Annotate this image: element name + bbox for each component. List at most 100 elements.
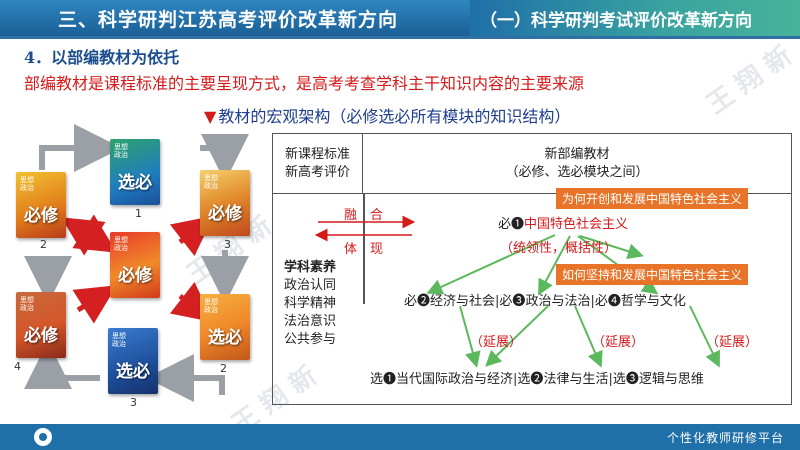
green-arrow xyxy=(459,305,481,368)
rong-text: 融 xyxy=(344,208,358,223)
book-cover-title: 思想政治 xyxy=(204,298,218,314)
book-label: 选必 xyxy=(116,362,150,382)
book-number: 3 xyxy=(130,396,137,409)
book-number: 4 xyxy=(14,360,21,373)
extend-label: （延展） xyxy=(470,335,523,350)
book-number: 2 xyxy=(220,362,227,375)
book-cover-title: 思想政治 xyxy=(114,236,128,252)
green-arrow xyxy=(426,234,556,295)
triangle-down-icon: ▼ xyxy=(204,107,217,126)
gray-arrow xyxy=(146,354,225,402)
red-arrow xyxy=(72,285,117,324)
section-heading: 4．以部编教材为依托 xyxy=(24,48,180,67)
right-head-line2: （必修、选必模块之间） xyxy=(505,164,649,180)
left-head-line2: 新高考评价 xyxy=(284,164,350,180)
bi3-text: 政治与法治 xyxy=(525,294,591,309)
header-right-title: （一）科学研判考试评价改革新方向 xyxy=(480,10,752,31)
section-subtitle: 部编教材是课程标准的主要呈现方式，是高考考查学科主干知识内容的主要来源 xyxy=(24,74,585,93)
book-bixiu-4: 思想政治 必修 xyxy=(16,292,66,358)
literacy-item: 政治认同 xyxy=(284,278,337,293)
book-label: 必修 xyxy=(24,326,58,346)
header-left-title: 三、科学研判江苏高考评价改革新方向 xyxy=(58,8,399,31)
gray-arrow xyxy=(39,124,122,172)
framework-label-row: ▼教材的宏观架构（必修选必所有模块的知识结构） xyxy=(204,103,570,127)
book-bixiu-2: 思想政治 必修 xyxy=(16,172,66,238)
extend-label: （延展） xyxy=(706,335,759,350)
header-bar: 三、科学研判江苏高考评价改革新方向 （一）科学研判考试评价改革新方向 xyxy=(0,0,800,36)
red-arrow xyxy=(61,217,106,256)
xuan-row: 选❶当代国际政治与经济|选❷法律与生活|选❸逻辑与思维 xyxy=(370,368,704,387)
bi-row: 必❷经济与社会|必❸政治与法治|必❹哲学与文化 xyxy=(404,290,686,309)
green-arrow xyxy=(538,235,571,296)
book-cover-title: 思想政治 xyxy=(114,143,128,159)
xuan2-prefix: 选❷ xyxy=(517,372,544,387)
book-number: 3 xyxy=(224,238,231,251)
literacy-item: 科学精神 xyxy=(284,296,337,311)
green-arrow xyxy=(579,235,644,260)
header-divider xyxy=(0,36,800,39)
literacy-title: 学科素养 xyxy=(284,260,337,275)
book-number: 1 xyxy=(135,207,142,220)
book-label: 选必 xyxy=(208,328,242,348)
xuan1-prefix: 选❶ xyxy=(370,372,397,387)
book-cover-title: 思想政治 xyxy=(20,176,34,192)
separator: | xyxy=(608,372,613,387)
red-arrow xyxy=(169,281,214,323)
xuan3-text: 逻辑与思维 xyxy=(638,372,704,387)
bi1-text: 中国特色社会主义 xyxy=(524,217,629,232)
book-label: 必修 xyxy=(24,206,58,226)
header-right: （一）科学研判考试评价改革新方向 xyxy=(470,0,800,36)
bi1-row: 必❶中国特色社会主义 xyxy=(498,213,628,232)
ti-text: 体 xyxy=(344,242,358,257)
left-body-divider xyxy=(363,194,365,304)
footer-bar: 个性化教师研修平台 xyxy=(0,424,800,450)
framework-label: 教材的宏观架构（必修选必所有模块的知识结构） xyxy=(218,107,571,126)
book-number: 2 xyxy=(40,238,47,251)
separator: | xyxy=(590,294,595,309)
green-arrow xyxy=(689,305,720,368)
book-cover-title: 思想政治 xyxy=(20,296,34,312)
xuan1-text: 当代国际政治与经济 xyxy=(396,372,514,387)
banner-why: 为何开创和发展中国特色社会主义 xyxy=(556,188,749,209)
book-xuanbi-3: 思想政治 选必 xyxy=(108,328,158,394)
book-label: 选必 xyxy=(118,173,152,193)
book-cover-title: 思想政治 xyxy=(112,332,126,348)
separator: | xyxy=(513,372,518,387)
book-bixiu-3: 思想政治 必修 xyxy=(200,170,250,236)
bi3-prefix: 必❸ xyxy=(499,294,526,309)
book-cover-title: 思想政治 xyxy=(204,174,218,190)
bi4-prefix: 必❹ xyxy=(594,294,621,309)
header-left: 三、科学研判江苏高考评价改革新方向 xyxy=(0,0,470,36)
extend-label: （延展） xyxy=(592,335,645,350)
banner-how: 如何坚持和发展中国特色社会主义 xyxy=(556,264,749,285)
bi1-prefix: 必❶ xyxy=(498,217,525,232)
separator: | xyxy=(495,294,500,309)
book-xuanbi-1: 思想政治 选必 xyxy=(110,139,160,205)
gray-arrow xyxy=(24,341,100,389)
platform-logo-icon xyxy=(34,428,52,446)
bi1-sub: （统领性，概括性） xyxy=(500,241,618,256)
he-text: 合 xyxy=(370,208,384,223)
gray-arrow xyxy=(200,134,249,182)
green-arrow xyxy=(574,305,603,368)
literacy-item: 公共参与 xyxy=(284,332,337,347)
book-label: 必修 xyxy=(208,204,242,224)
red-arrow xyxy=(169,215,214,257)
footer-text: 个性化教师研修平台 xyxy=(666,431,784,445)
bi2-prefix: 必❷ xyxy=(404,294,431,309)
right-head-line1: 新部编教材 xyxy=(544,146,610,162)
book-xuanbi-2: 思想政治 选必 xyxy=(200,294,250,360)
table-left-header: 新课程标准 新高考评价 xyxy=(273,134,363,194)
bi4-text: 哲学与文化 xyxy=(620,294,686,309)
green-arrow xyxy=(485,305,549,367)
xian-text: 现 xyxy=(370,242,384,257)
book-bixiu-1: 思想政治 必修 xyxy=(110,232,160,298)
xuan3-prefix: 选❸ xyxy=(612,372,639,387)
literacy-item: 法治意识 xyxy=(284,314,337,329)
left-head-line1: 新课程标准 xyxy=(284,146,350,162)
bi2-text: 经济与社会 xyxy=(430,294,496,309)
xuan2-text: 法律与生活 xyxy=(543,372,609,387)
book-label: 必修 xyxy=(118,266,152,286)
